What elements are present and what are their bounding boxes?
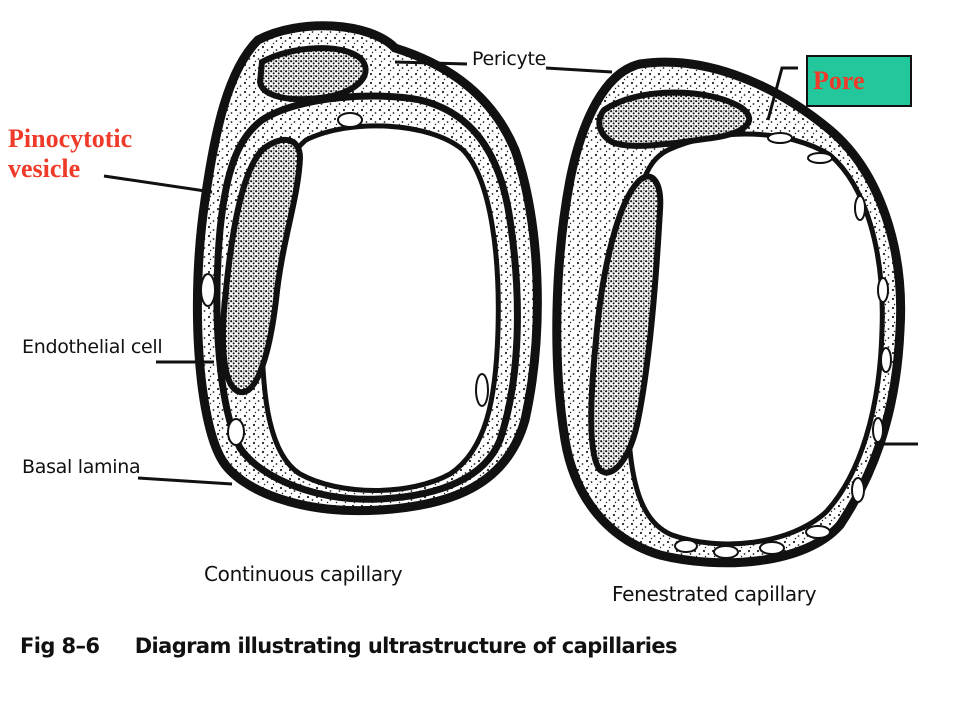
continuous-endothelial-nucleus (220, 136, 304, 396)
fenestrated-lumen (624, 131, 885, 547)
annotation-pore-box: Pore (806, 55, 912, 107)
fenestrated-capillary (552, 57, 906, 568)
figure-title: Diagram illustrating ultrastructure of c… (134, 634, 678, 658)
leader-line-pore (766, 66, 798, 121)
fenestra (880, 347, 892, 373)
figure-number: Fig 8–6 (20, 634, 100, 658)
fenestra (805, 525, 831, 539)
fenestra (713, 545, 739, 559)
fenestra (854, 195, 866, 221)
leader-lines (103, 60, 918, 486)
vesicle (337, 112, 363, 128)
fenestrae (674, 132, 892, 559)
fenestra (872, 417, 884, 443)
leader-line-pericyte (394, 60, 468, 66)
fenestra (759, 541, 785, 555)
leader-line-basal-lamina (137, 476, 233, 486)
label-endothelial-cell: Endothelial cell (22, 336, 163, 358)
continuous-pericyte-nucleus (256, 45, 369, 103)
label-continuous-capillary: Continuous capillary (204, 562, 403, 586)
fenestra (851, 477, 865, 503)
annotation-pinocytotic-vesicle: Pinocytotic vesicle (8, 124, 132, 184)
vesicle (475, 373, 489, 407)
leader-line-pericyte-fenestrated (545, 66, 613, 74)
annotation-pore: Pore (813, 66, 865, 95)
vesicle (200, 273, 216, 307)
label-pericyte: Pericyte (472, 48, 546, 70)
leader-line-pinocytotic-vesicle (103, 174, 213, 194)
fenestra (877, 277, 889, 303)
annotation-pinocytotic-line2: vesicle (8, 154, 81, 183)
continuous-capillary (192, 21, 542, 516)
continuous-wall-inner-outline (213, 92, 521, 503)
annotation-pinocytotic-line1: Pinocytotic (8, 124, 133, 153)
fenestrated-endothelial-nucleus (588, 173, 664, 476)
label-fenestrated-capillary: Fenestrated capillary (612, 582, 817, 606)
vesicle (227, 418, 245, 446)
fenestra (767, 132, 793, 144)
fenestra (674, 539, 698, 553)
fenestrated-pericyte-nucleus (596, 89, 752, 149)
label-basal-lamina: Basal lamina (22, 456, 141, 478)
fenestra (807, 152, 833, 164)
figure-caption: Fig 8–6 Diagram illustrating ultrastruct… (20, 634, 678, 658)
